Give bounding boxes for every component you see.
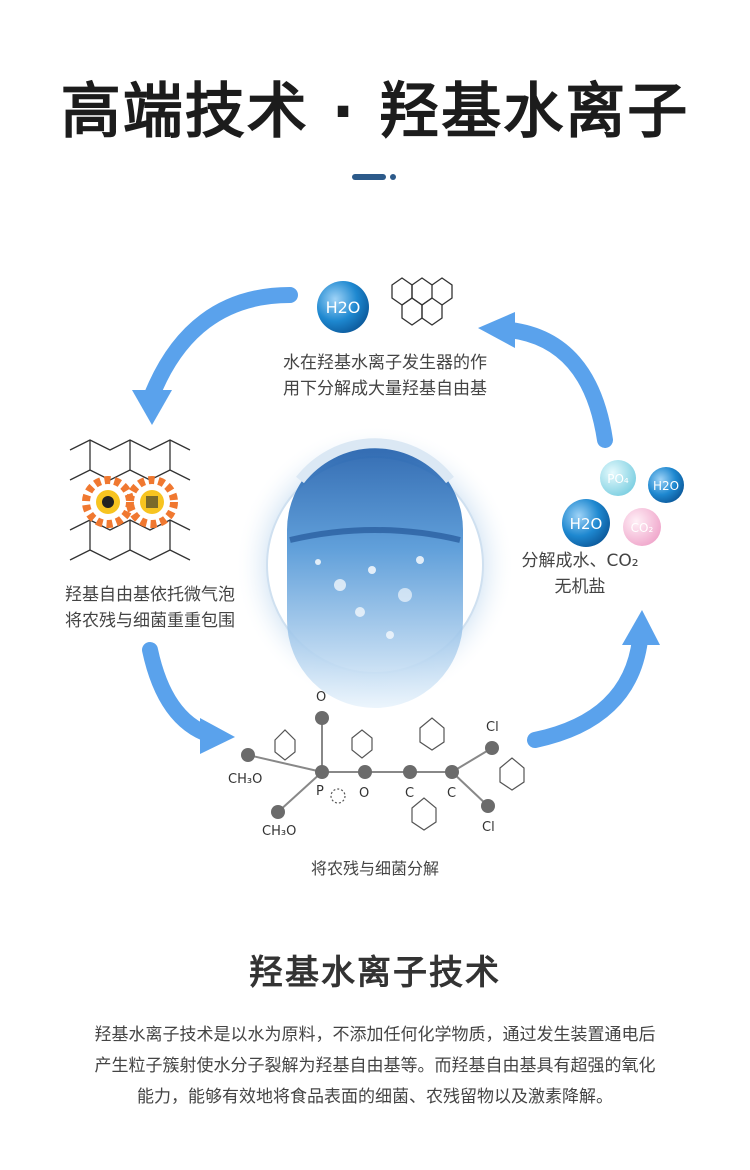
molecule-label-o-mid: O: [359, 786, 370, 801]
co2-bubble: CO₂: [623, 508, 661, 546]
caption-products-line1: 分解成水、CO₂: [521, 551, 639, 571]
h2o-bubble-right-small: H2O: [648, 467, 684, 503]
arrow-bottom-right: [527, 632, 648, 748]
molecule-label-p: P: [316, 784, 324, 799]
arrow-top-left: [142, 287, 298, 408]
caption-generation-line1: 水在羟基水离子发生器的作: [283, 353, 487, 373]
molecule-label-cl-top: Cl: [486, 720, 499, 735]
caption-decompose: 将农残与细菌分解: [310, 859, 439, 878]
molecule-label-cl-bottom: Cl: [482, 820, 495, 835]
h2o-right-large-text: H2O: [570, 515, 603, 533]
po4-text: PO₄: [607, 472, 629, 486]
co2-text: CO₂: [631, 521, 654, 535]
molecule-label-ch3o-upper: CH₃O: [228, 772, 263, 787]
h2o-top-text: H2O: [326, 298, 361, 317]
pesticide-molecule-icon: [241, 711, 525, 831]
molecule-label-ch3o-lower: CH₃O: [262, 824, 297, 839]
caption-encircle-line1: 羟基自由基依托微气泡: [65, 585, 235, 605]
page-title: 高端技术 · 羟基水离子: [60, 77, 690, 147]
molecule-label-o-top: O: [316, 690, 327, 705]
section-description: 羟基水离子技术是以水为原料，不添加任何化学物质，通过发生装置通电后 产生粒子簇射…: [72, 1020, 678, 1113]
water-sphere: [235, 425, 515, 708]
description-line2: 产生粒子簇射使水分子裂解为羟基自由基等。而羟基自由基具有超强的氧化: [94, 1056, 656, 1076]
contaminant-left-icon: [82, 476, 134, 528]
cycle-diagram: H2O: [0, 240, 750, 900]
molecule-label-c2: C: [447, 786, 457, 801]
cycle-diagram-graphic: H2O: [69, 277, 684, 831]
caption-encircle: 羟基自由基依托微气泡 将农残与细菌重重包围: [30, 582, 270, 634]
h2o-bubble-top: H2O: [317, 281, 369, 333]
description-line3: 能力，能够有效地将食品表面的细菌、农残留物以及激素降解。: [137, 1087, 613, 1107]
h2o-bubble-right-large: H2O: [562, 499, 610, 547]
caption-generation: 水在羟基水离子发生器的作 用下分解成大量羟基自由基: [260, 350, 510, 402]
caption-products: 分解成水、CO₂ 无机盐: [520, 548, 640, 600]
arrow-right-top: [502, 322, 613, 448]
caption-generation-line2: 用下分解成大量羟基自由基: [283, 379, 487, 399]
molecule-label-c1: C: [405, 786, 415, 801]
lattice-top-icon: [391, 277, 453, 326]
contaminant-right-icon: [126, 476, 178, 528]
cycle-arrows: [132, 287, 660, 754]
caption-products-line2: 无机盐: [554, 577, 606, 597]
divider-dot: [390, 174, 396, 180]
h2o-right-small-text: H2O: [653, 479, 679, 493]
caption-encircle-line2: 将农残与细菌重重包围: [65, 611, 235, 631]
description-line1: 羟基水离子技术是以水为原料，不添加任何化学物质，通过发生装置通电后: [94, 1025, 656, 1045]
divider-bar: [352, 174, 386, 180]
section-title: 羟基水离子技术: [249, 953, 501, 993]
po4-bubble: PO₄: [600, 460, 636, 496]
